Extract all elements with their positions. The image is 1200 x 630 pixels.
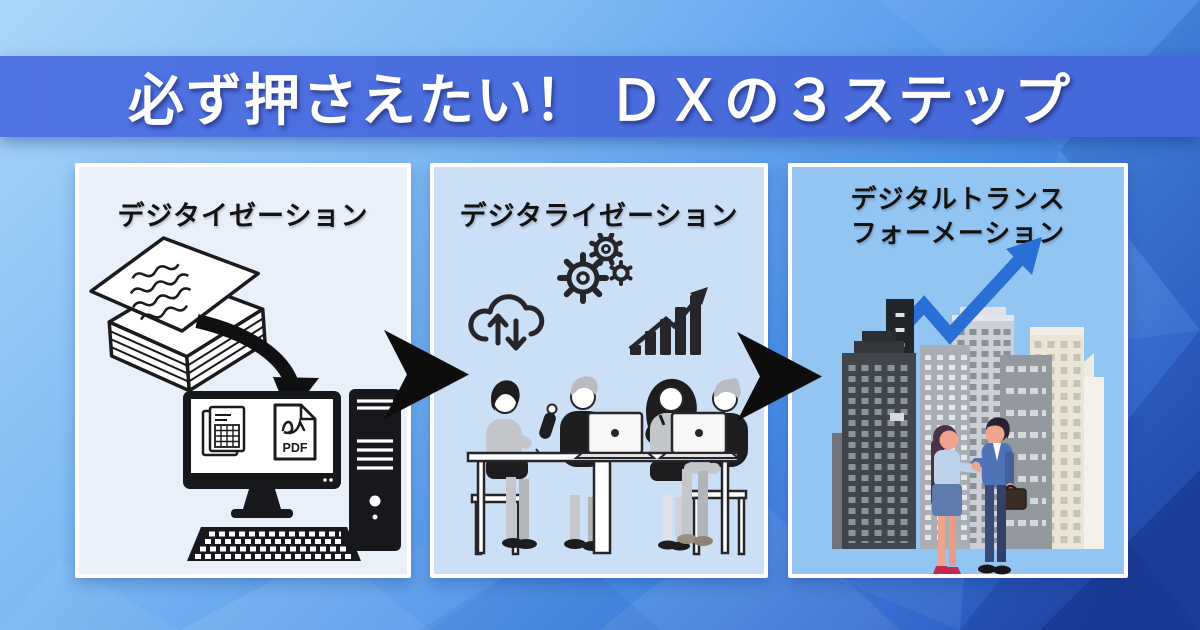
step-card-digitalization: デジタライゼーション: [430, 163, 768, 578]
title-banner: 必ず押さえたい！ ＤＸの３ステップ: [0, 56, 1200, 137]
businesswoman: [931, 425, 985, 574]
step-3-label: デジタルトランス フォーメーション: [792, 182, 1124, 251]
growth-bar-chart-icon: [628, 287, 708, 355]
page-title: 必ず押さえたい！ ＤＸの３ステップ: [128, 71, 1072, 133]
step-1-label: デジタイゼーション: [117, 201, 369, 231]
gears-icon: [557, 233, 633, 304]
step-card-digital-transformation: デジタルトランス フォーメーション: [788, 163, 1128, 578]
laptop-icon: [573, 411, 657, 459]
city-growth-illustration: [832, 237, 1104, 575]
city-buildings-front: [832, 299, 916, 549]
businessman: [971, 417, 1027, 575]
step-3-label-line1: デジタルトランス: [850, 184, 1066, 214]
step-2-label: デジタライゼーション: [459, 201, 739, 231]
pdf-label: PDF: [283, 441, 308, 455]
desktop-computer-icon: PDF: [183, 389, 401, 561]
keyboard-icon: [187, 527, 361, 561]
pc-tower-icon: [349, 389, 401, 551]
person-1: [486, 380, 544, 549]
spreadsheet-file-icon: [201, 405, 246, 457]
pdf-file-icon: PDF: [273, 403, 317, 461]
paper-stack-icon: [89, 236, 319, 417]
cloud-upload-download-icon: [468, 294, 545, 351]
laptop-icon: [657, 411, 741, 459]
step-card-digitization: デジタイゼーション: [75, 163, 411, 578]
business-handshake-illustration: [931, 417, 1027, 575]
team-meeting-illustration: [466, 376, 748, 556]
